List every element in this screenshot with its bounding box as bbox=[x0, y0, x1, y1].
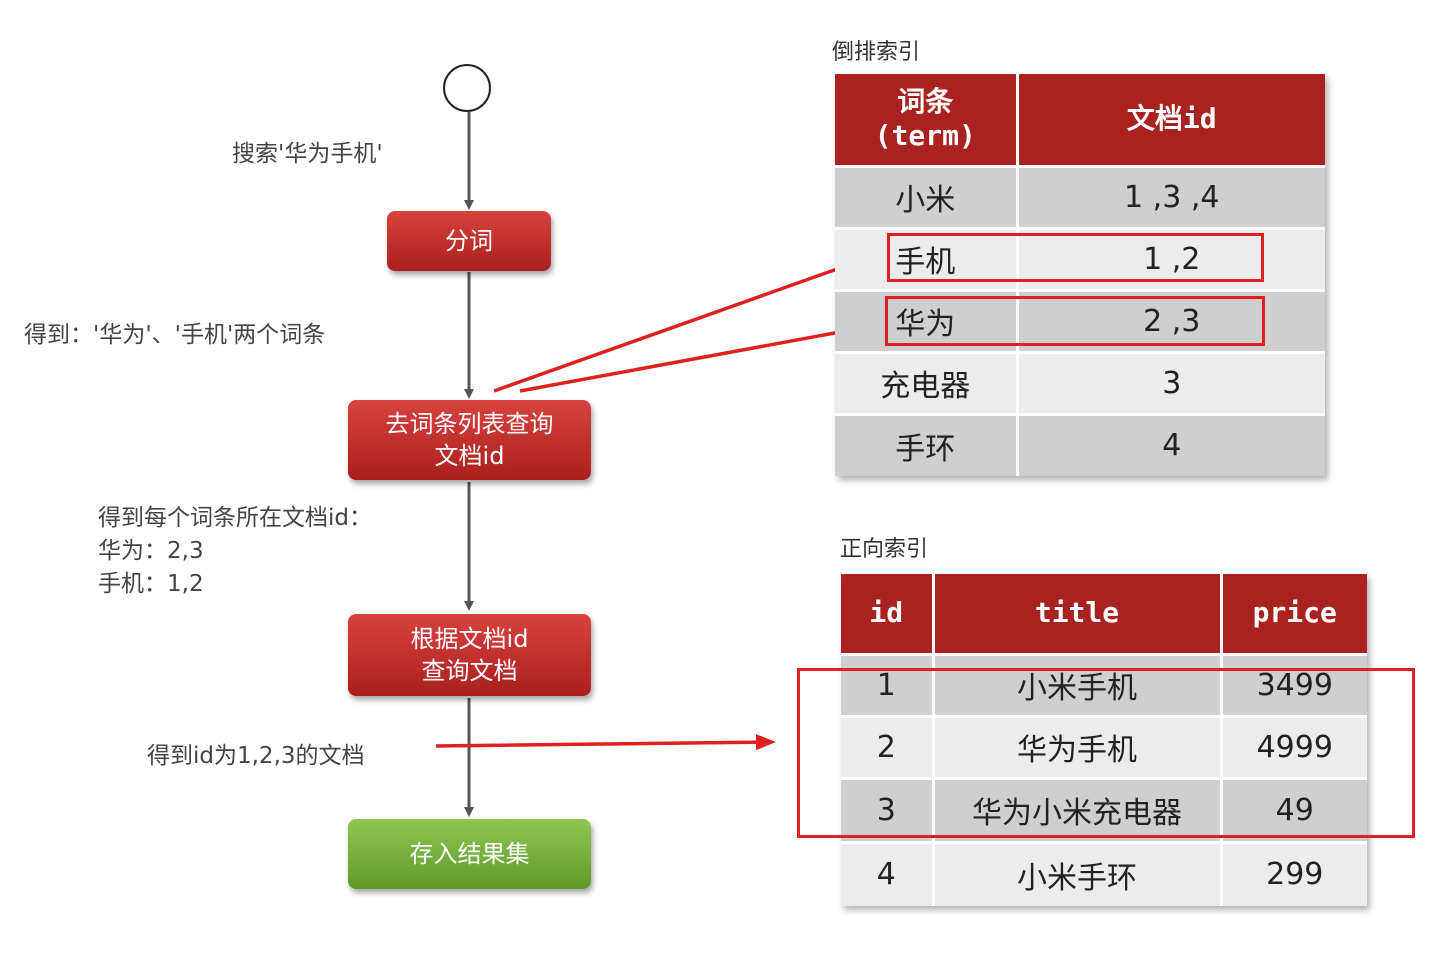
inverted-index-caption: 倒排索引 bbox=[832, 40, 921, 65]
docid-cell: 1 ,3 ,4 bbox=[1017, 164, 1325, 228]
table-row: 充电器 3 bbox=[835, 350, 1325, 414]
step-lookup-terms-line1: 去词条列表查询 bbox=[385, 410, 554, 438]
table-row: 1 小米手机 3499 bbox=[841, 652, 1367, 716]
docid-note: 得到每个词条所在文档id： 华为：2,3 手机：1,2 bbox=[98, 502, 372, 601]
step-lookup-terms: 去词条列表查询 文档id bbox=[348, 400, 591, 480]
table-row: 3 华为小米充电器 49 bbox=[841, 776, 1367, 842]
forward-index-caption: 正向索引 bbox=[840, 537, 929, 562]
highlight-matched-docs bbox=[797, 668, 1415, 838]
red-arrow-to-huawei bbox=[519, 320, 882, 393]
term-cell: 华为 bbox=[835, 288, 1019, 352]
highlight-shouji-row bbox=[887, 233, 1264, 282]
id-cell: 2 bbox=[841, 714, 935, 778]
table-row: 小米 1 ,3 ,4 bbox=[835, 164, 1325, 228]
step-tokenize: 分词 bbox=[387, 211, 551, 271]
step-fetch-docs-line1: 根据文档id bbox=[410, 625, 529, 653]
table-row: 华为 2 ,3 bbox=[835, 288, 1325, 352]
docid-note-line3: 手机：1,2 bbox=[98, 571, 204, 597]
title-cell: 华为手机 bbox=[933, 714, 1223, 778]
header-term: 词条 (term) bbox=[835, 74, 1019, 166]
search-note: 搜索'华为手机' bbox=[232, 141, 383, 167]
term-cell: 手机 bbox=[835, 226, 1019, 290]
docs-note: 得到id为1,2,3的文档 bbox=[147, 743, 365, 769]
docid-note-line2: 华为：2,3 bbox=[98, 538, 204, 564]
docid-cell: 2 ,3 bbox=[1017, 288, 1325, 352]
price-cell: 4999 bbox=[1221, 714, 1367, 778]
id-cell: 1 bbox=[841, 652, 935, 716]
inverted-index-table: 词条 (term) 文档id 小米 1 ,3 ,4 手机 1 ,2 华为 2 ,… bbox=[835, 74, 1325, 476]
term-cell: 手环 bbox=[835, 412, 1019, 476]
header-term-line1: 词条 bbox=[897, 85, 954, 119]
price-cell: 3499 bbox=[1221, 652, 1367, 716]
docid-cell: 3 bbox=[1017, 350, 1325, 414]
forward-index-header-row: id title price bbox=[841, 574, 1367, 654]
price-cell: 49 bbox=[1221, 776, 1367, 842]
table-row: 手环 4 bbox=[835, 412, 1325, 476]
step-fetch-docs: 根据文档id 查询文档 bbox=[348, 614, 591, 696]
tokens-note: 得到：'华为'、'手机'两个词条 bbox=[24, 322, 326, 348]
table-row: 4 小米手环 299 bbox=[841, 840, 1367, 906]
header-title: title bbox=[933, 574, 1223, 654]
header-term-line2: (term) bbox=[874, 119, 976, 153]
docid-cell: 4 bbox=[1017, 412, 1325, 476]
highlight-huawei-row bbox=[885, 296, 1265, 346]
id-cell: 4 bbox=[841, 840, 935, 906]
title-cell: 小米手环 bbox=[933, 840, 1223, 906]
step-store-results-label: 存入结果集 bbox=[409, 840, 530, 868]
header-docid: 文档id bbox=[1017, 74, 1325, 166]
table-row: 2 华为手机 4999 bbox=[841, 714, 1367, 778]
start-node bbox=[443, 64, 491, 112]
term-cell: 充电器 bbox=[835, 350, 1019, 414]
header-price: price bbox=[1221, 574, 1367, 654]
price-cell: 299 bbox=[1221, 840, 1367, 906]
forward-index-table: id title price 1 小米手机 3499 2 华为手机 4999 3… bbox=[841, 574, 1367, 906]
step-store-results: 存入结果集 bbox=[348, 819, 591, 889]
red-arrow-to-forward-index bbox=[435, 734, 776, 751]
step-fetch-docs-line2: 查询文档 bbox=[421, 657, 518, 685]
header-id: id bbox=[841, 574, 935, 654]
inverted-index-header-row: 词条 (term) 文档id bbox=[835, 74, 1325, 166]
step-tokenize-label: 分词 bbox=[445, 227, 493, 255]
title-cell: 华为小米充电器 bbox=[933, 776, 1223, 842]
term-cell: 小米 bbox=[835, 164, 1019, 228]
id-cell: 3 bbox=[841, 776, 935, 842]
red-arrow-to-shouji bbox=[493, 255, 872, 393]
step-lookup-terms-line2: 文档id bbox=[434, 442, 505, 470]
docid-note-line1: 得到每个词条所在文档id： bbox=[98, 505, 372, 531]
title-cell: 小米手机 bbox=[933, 652, 1223, 716]
table-row: 手机 1 ,2 bbox=[835, 226, 1325, 290]
